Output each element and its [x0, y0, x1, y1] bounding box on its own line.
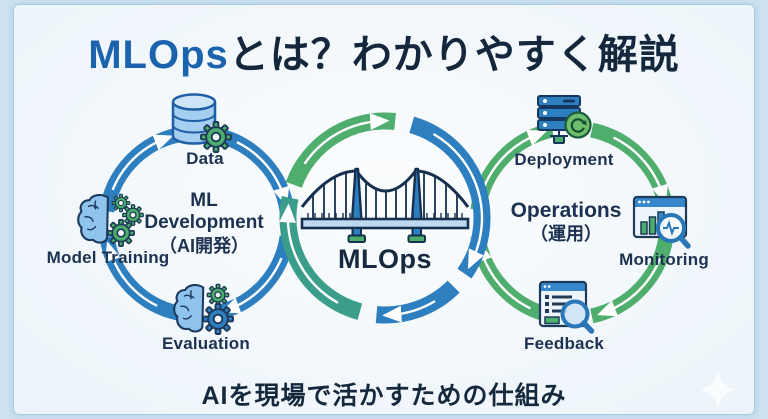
- development-cycle-title: ML Development （AI開発）: [144, 190, 263, 257]
- bridge-icon: [300, 167, 470, 243]
- bottom-caption: AIを現場で活かすための仕組み: [201, 382, 567, 410]
- feedback-icon: [538, 280, 595, 334]
- ops-title-line1: Operations: [510, 199, 622, 222]
- dev-title-line3: （AI開発）: [159, 236, 249, 256]
- data-label: Data: [186, 149, 224, 168]
- model-training-icon: [77, 193, 144, 247]
- deployment-icon: [537, 95, 592, 144]
- evaluation-icon: [173, 283, 234, 335]
- refresh-badge: [564, 111, 592, 139]
- magnifier: [560, 299, 595, 334]
- dev-title-line1: ML: [190, 190, 218, 211]
- data-icon: [171, 93, 232, 153]
- evaluation-label: Evaluation: [162, 334, 250, 353]
- deployment-label: Deployment: [514, 150, 614, 169]
- operations-cycle-title: Operations （運用）: [511, 200, 622, 245]
- magnifier: [656, 213, 691, 249]
- page-title: MLOpsとは？わかりやすく解説: [0, 22, 768, 80]
- mlops-label: MLOps: [338, 244, 432, 274]
- title-highlight: MLOps: [88, 33, 229, 77]
- dev-title-line2: Development: [144, 212, 264, 233]
- ops-title-line2: （運用）: [529, 224, 602, 244]
- title-rest: とは？わかりやすく解説: [228, 33, 680, 77]
- monitoring-icon: [632, 195, 691, 249]
- monitoring-label: Monitoring: [619, 250, 709, 269]
- feedback-label: Feedback: [523, 334, 605, 353]
- model-training-label: Model Training: [46, 248, 170, 267]
- sparkle-decoration: [700, 370, 736, 410]
